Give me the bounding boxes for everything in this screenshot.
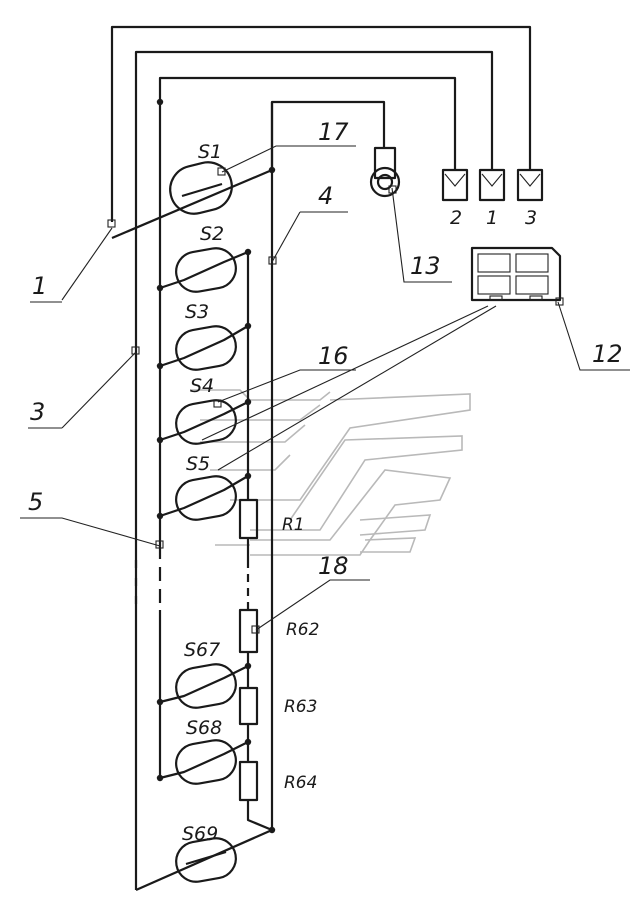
switch-label-s69: S69 [182, 823, 218, 845]
resistor-label-r63: R63 [284, 697, 317, 717]
switch-s1: S1 [111, 141, 273, 240]
switch-s2: S2 [159, 223, 249, 293]
control-unit-12 [470, 246, 562, 302]
resistor-label-r62: R62 [286, 620, 319, 640]
resistor-label-r64: R64 [284, 773, 317, 793]
switch-s4: S4 [159, 375, 249, 445]
switch-s5: S5 [159, 453, 249, 521]
callout-1: 1 [32, 272, 47, 300]
callout-17: 17 [318, 118, 349, 146]
callout-4: 4 [318, 182, 333, 210]
callout-13: 13 [410, 252, 441, 280]
callout-16: 16 [318, 342, 349, 370]
resistor-r1: R1 [238, 498, 305, 540]
callout-3: 3 [30, 398, 45, 426]
switch-label-s68: S68 [186, 717, 222, 739]
wire-to-connector-2 [158, 76, 457, 170]
connector-label-3: 3 [525, 207, 537, 229]
resistor-r63: R63 [238, 686, 317, 726]
sensor-13 [369, 146, 401, 198]
switch-label-s4: S4 [190, 375, 214, 397]
switch-label-s67: S67 [184, 639, 220, 661]
outer-wires [110, 25, 532, 890]
callout-5: 5 [28, 488, 43, 516]
callout-markers [107, 167, 564, 634]
background-outline [190, 389, 471, 556]
switch-s69: S69 [135, 823, 273, 892]
wire-to-connector-3 [110, 25, 532, 222]
connector-1: 1 [478, 168, 506, 229]
resistor-r62: R62 [238, 608, 319, 654]
switch-s68: S68 [159, 717, 249, 785]
switch-label-s3: S3 [185, 301, 209, 323]
switch-label-s1: S1 [198, 141, 222, 163]
connector-3: 3 [516, 168, 544, 229]
callout-labels: 1 3 4 5 12 13 16 17 18 [28, 118, 623, 580]
callout-12: 12 [592, 340, 623, 368]
connector-2: 2 [441, 168, 469, 229]
resistor-r64: R64 [238, 760, 317, 802]
connector-label-1: 1 [486, 207, 498, 229]
resistor-label-r1: R1 [282, 515, 305, 535]
switch-label-s2: S2 [200, 223, 224, 245]
switch-s3: S3 [159, 301, 249, 371]
switch-s67: S67 [159, 639, 249, 709]
callout-18: 18 [318, 552, 349, 580]
leaders [20, 145, 630, 631]
connector-label-2: 2 [450, 207, 462, 229]
switch-label-s5: S5 [186, 453, 210, 475]
wire-to-connector-1 [134, 50, 494, 890]
